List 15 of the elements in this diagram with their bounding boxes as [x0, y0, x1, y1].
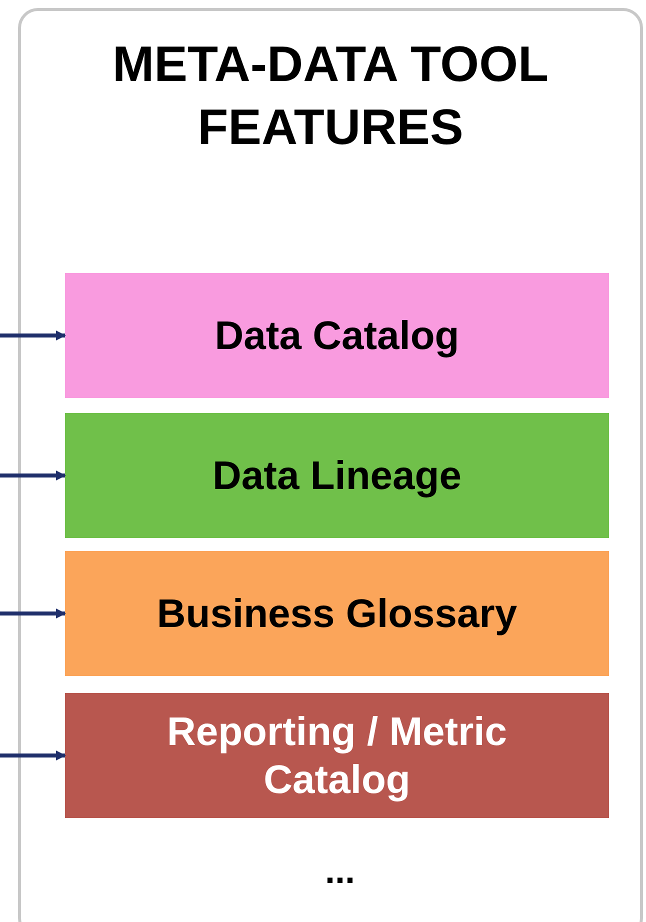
feature-box	[65, 413, 609, 538]
feature-label: Data Catalog	[214, 312, 460, 360]
feature-box	[65, 693, 609, 818]
ellipsis-text: ...	[324, 850, 356, 892]
panel-title: META-DATA TOOL FEATURES	[111, 35, 550, 156]
arrow	[0, 608, 66, 618]
arrow	[0, 470, 66, 480]
feature-label: Data Lineage	[212, 452, 462, 500]
feature-box	[65, 273, 609, 398]
feature-label: Reporting / Metric Catalog	[166, 708, 508, 804]
arrow	[0, 330, 66, 340]
feature-box	[65, 551, 609, 676]
feature-label: Business Glossary	[156, 590, 518, 638]
panel	[18, 8, 643, 922]
arrow	[0, 750, 66, 760]
